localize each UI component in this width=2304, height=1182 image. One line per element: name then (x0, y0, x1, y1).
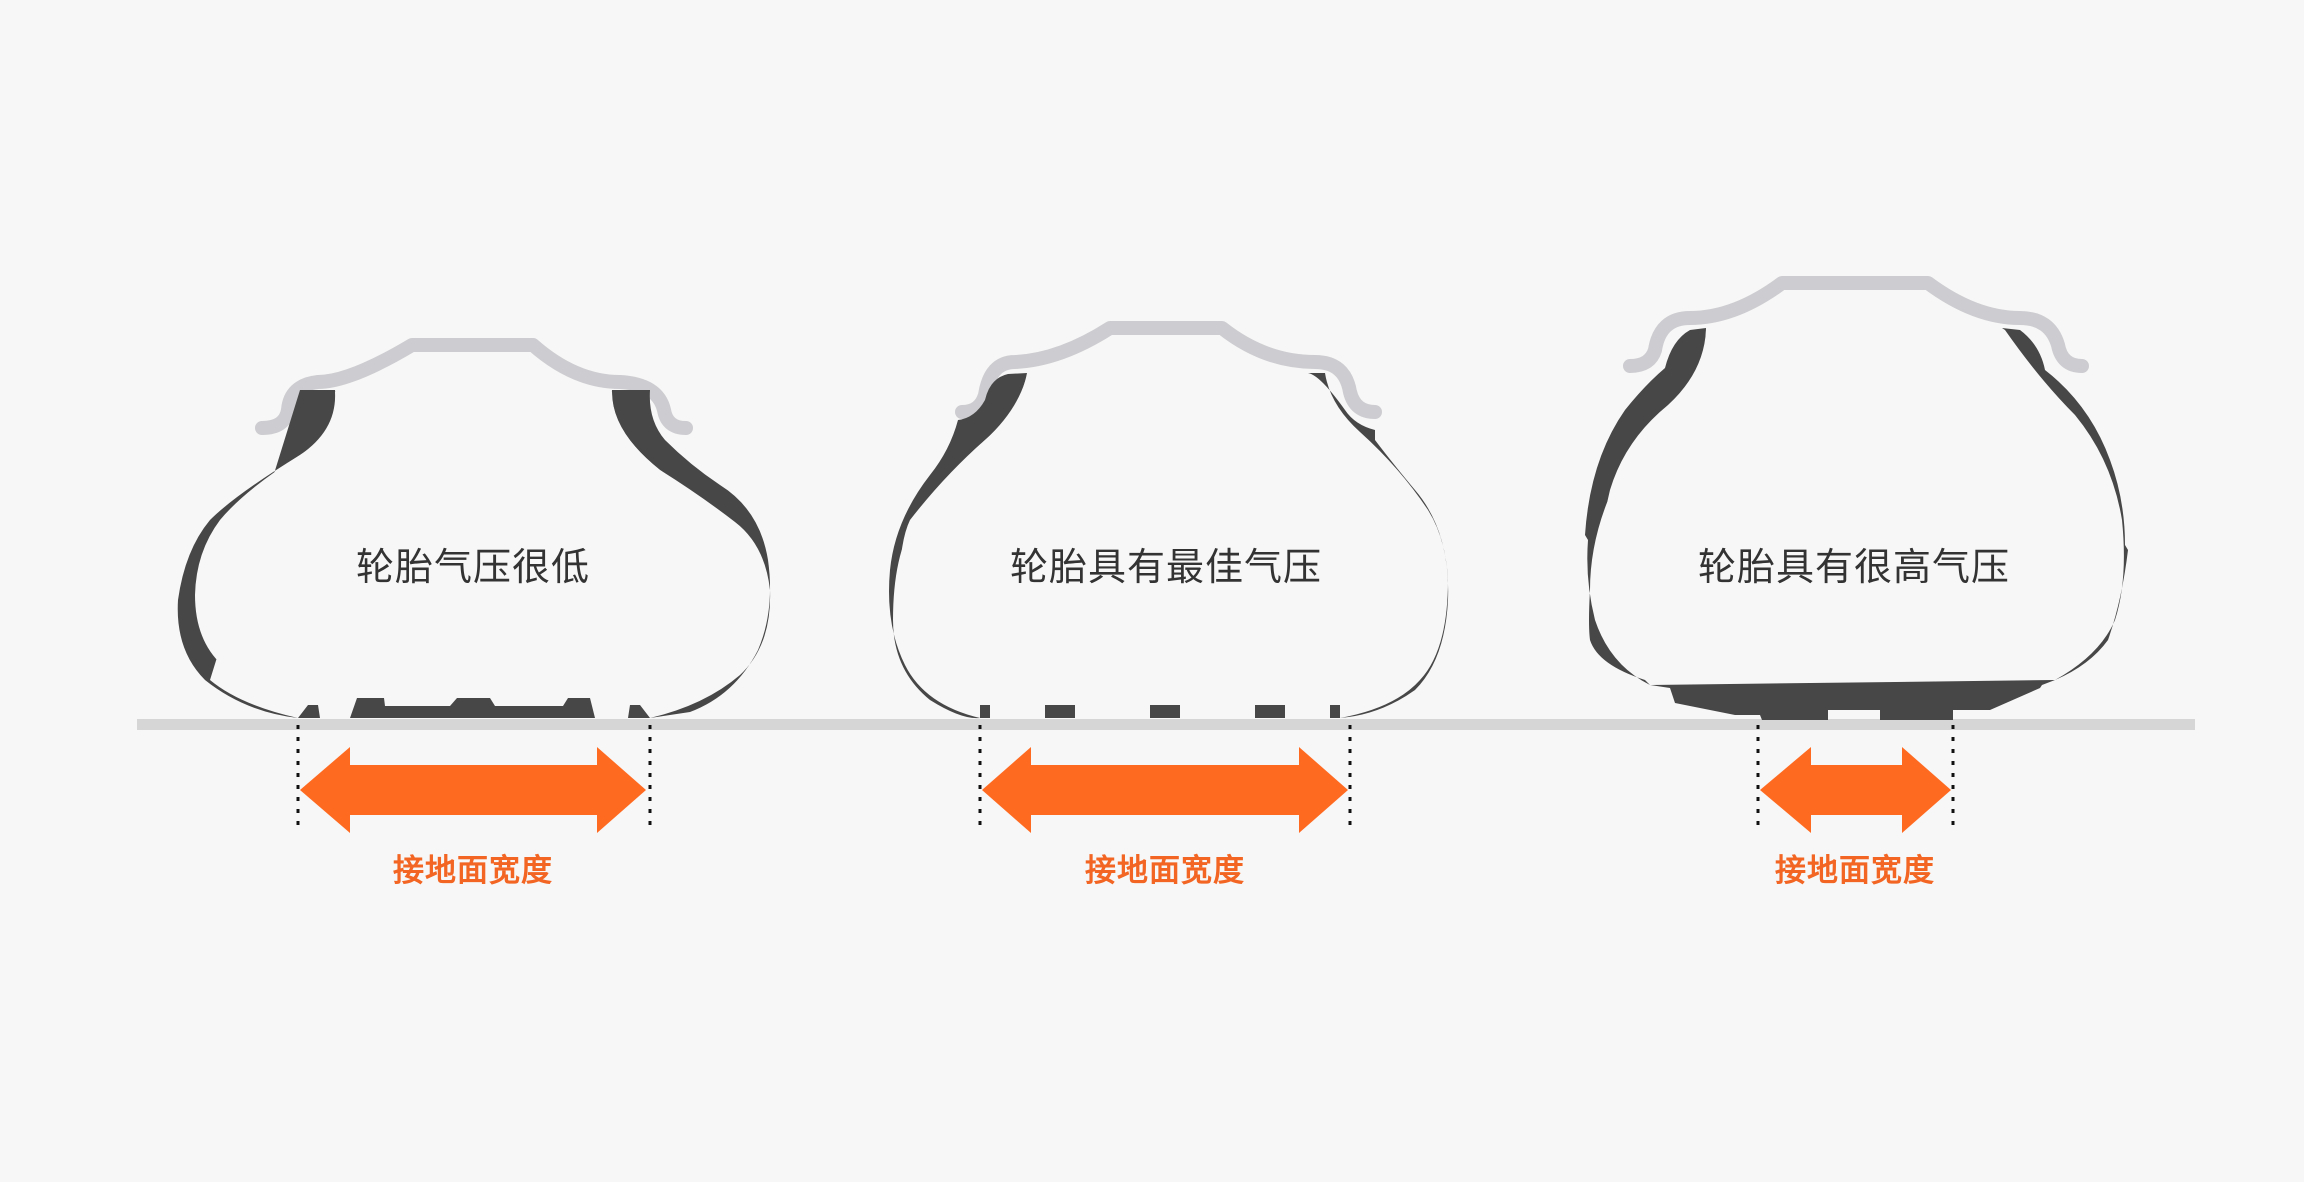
tire-label-low: 轮胎气压很低 (355, 545, 591, 589)
tire-high-pressure (1585, 276, 2128, 833)
contact-width-label-optimal: 接地面宽度 (1085, 853, 1245, 889)
tire-label-high: 轮胎具有很高气压 (1697, 545, 2011, 589)
tire-optimal-pressure (889, 321, 1449, 833)
contact-width-label-low: 接地面宽度 (393, 853, 553, 889)
rim-high (1623, 276, 2089, 373)
contact-width-label-high: 接地面宽度 (1775, 853, 1935, 889)
rim-low (255, 338, 693, 435)
tire-low-pressure (177, 338, 771, 833)
tire-inner-optimal (899, 375, 1430, 685)
contact-width-arrow-optimal (982, 747, 1348, 833)
ground-line (137, 719, 2195, 730)
tire-label-optimal: 轮胎具有最佳气压 (1009, 545, 1323, 589)
tire-inner-high (1603, 330, 2106, 678)
rim-optimal (955, 321, 1382, 419)
tire-inner-low (195, 392, 749, 682)
contact-width-arrow-low (300, 747, 646, 833)
contact-width-arrow-high (1760, 747, 1951, 833)
